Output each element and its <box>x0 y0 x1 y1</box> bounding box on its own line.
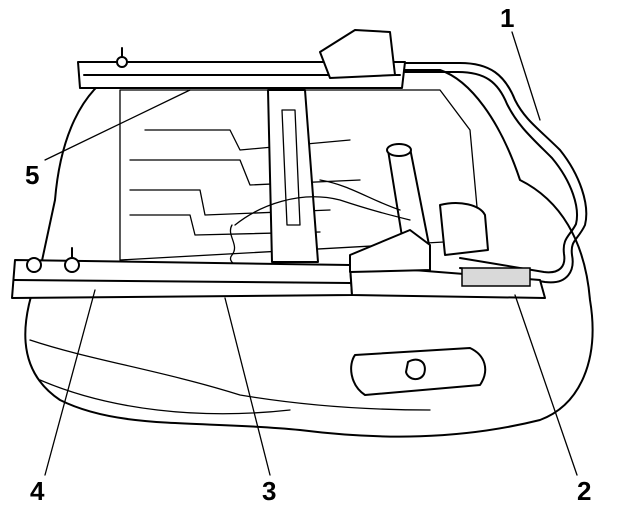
leader-line-1 <box>511 31 541 121</box>
rear-track-latch-bracket <box>319 29 396 79</box>
leader-line-3 <box>224 297 271 476</box>
callout-5: 5 <box>25 160 40 190</box>
track-release-lever <box>461 267 531 287</box>
wiring-harness-branch <box>319 179 401 211</box>
seat-adjuster-cable-inner <box>404 71 578 274</box>
seat-front-skirt <box>29 339 431 411</box>
recliner-handle-recess <box>350 347 487 396</box>
centre-bracket-slot <box>281 109 301 226</box>
motor-end-cap <box>386 143 412 157</box>
seat-spring-wire-2 <box>129 189 331 216</box>
callout-4: 4 <box>30 476 45 506</box>
callout-1: 1 <box>500 3 515 33</box>
leader-line-4 <box>44 289 96 476</box>
recliner-handle-slot <box>405 358 426 380</box>
callout-2: 2 <box>577 476 592 506</box>
seat-spring-wire-4 <box>144 129 351 151</box>
leader-line-2 <box>514 294 578 476</box>
rear-track-bolt <box>116 56 128 68</box>
front-track-bolt <box>64 257 80 273</box>
wiring-harness <box>234 196 411 226</box>
inboard-front-track-edge <box>13 279 351 284</box>
centre-support-bracket <box>267 89 319 263</box>
leader-line-5 <box>44 89 191 161</box>
outboard-track-latch <box>349 229 431 273</box>
callout-3: 3 <box>262 476 277 506</box>
motor-actuator-housing <box>439 202 489 256</box>
inboard-front-track <box>11 259 353 299</box>
seat-pan-frame <box>119 89 481 261</box>
front-track-nut <box>26 257 42 273</box>
seat-adjuster-cable-outer <box>404 62 588 284</box>
seat-spring-wire-3 <box>129 214 321 236</box>
